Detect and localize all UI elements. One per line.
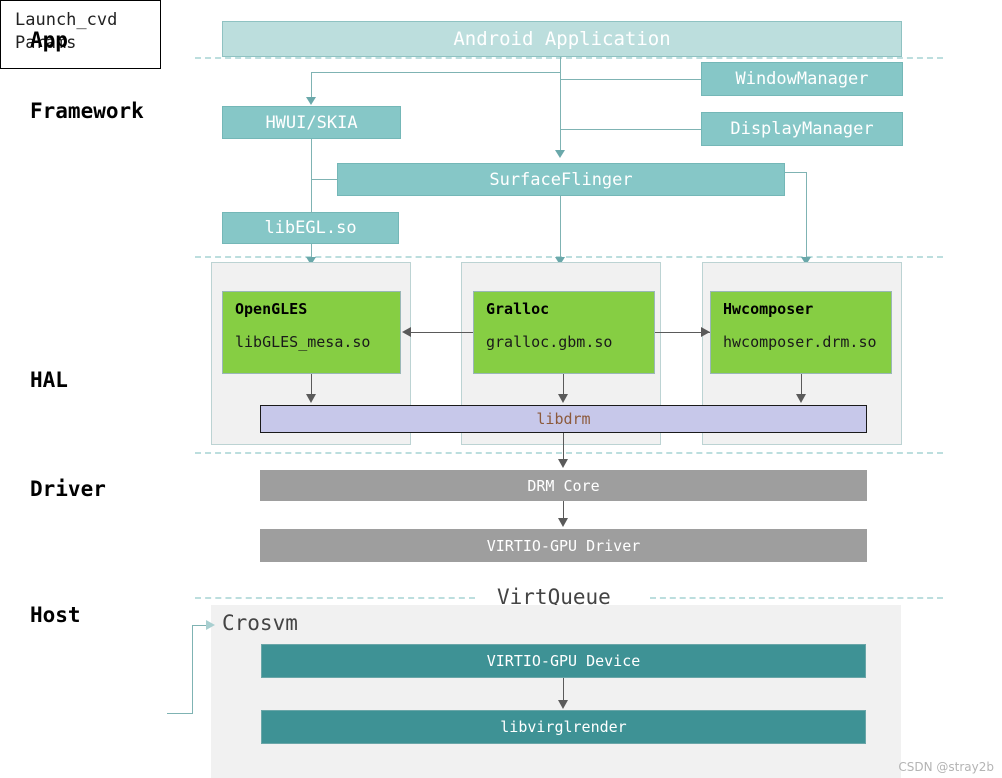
node-gralloc-subtitle: gralloc.gbm.so — [486, 333, 613, 351]
arrowhead-hwcomposer-to-libdrm — [796, 394, 806, 403]
launch-cvd-line-2: Params — [15, 33, 77, 54]
node-libdrm[interactable]: libdrm — [260, 405, 867, 433]
launch-cvd-line-1: Launch_cvd — [15, 10, 118, 30]
node-opengles-title: OpenGLES — [235, 300, 308, 318]
connector-app-to-surfaceflinger — [560, 72, 561, 150]
connector-displaymanager-to-trunk — [560, 129, 701, 130]
node-drm-core[interactable]: DRM Core — [260, 470, 867, 501]
node-gralloc[interactable]: Gralloc gralloc.gbm.so — [473, 291, 655, 374]
node-crosvm: Crosvm — [222, 611, 298, 635]
arrowhead-to-hwui — [306, 97, 316, 105]
connector-hwui-stem — [311, 72, 312, 98]
node-android-application[interactable]: Android Application — [222, 21, 902, 57]
node-opengles[interactable]: OpenGLES libGLES_mesa.so — [222, 291, 401, 374]
connector-device-to-virglrender — [563, 678, 564, 702]
connector-to-hwcomposer-panel — [806, 172, 807, 266]
node-display-manager[interactable]: DisplayManager — [701, 112, 903, 146]
connector-hwcomposer-to-libdrm — [801, 374, 802, 396]
node-hwcomposer-subtitle: hwcomposer.drm.so — [723, 333, 877, 351]
arrowhead-gralloc-to-hwcomposer — [701, 327, 710, 337]
connector-gralloc-to-libdrm — [563, 374, 564, 396]
connector-app-down — [560, 57, 561, 72]
layer-label-framework: Framework — [30, 99, 144, 123]
node-launch-cvd-params[interactable]: Launch_cvd Params — [0, 0, 161, 69]
separator-app-framework — [195, 57, 943, 59]
arrowhead-libdrm-to-drmcore — [558, 459, 568, 468]
connector-gralloc-to-opengles — [411, 332, 473, 333]
watermark: CSDN @stray2b — [898, 760, 994, 774]
arrowhead-libegl-to-opengles — [306, 257, 316, 265]
arrowhead-to-gralloc — [555, 257, 565, 265]
connector-libegl-down — [311, 244, 312, 266]
arrowhead-to-surfaceflinger — [555, 150, 565, 158]
separator-framework-hal — [195, 256, 943, 258]
connector-launchcvd-out — [167, 713, 192, 714]
connector-opengles-to-libdrm — [311, 374, 312, 396]
separator-hal-driver — [195, 452, 943, 454]
connector-launchcvd-up — [192, 625, 193, 714]
arrowhead-to-hwcomposer — [801, 257, 811, 265]
node-libegl[interactable]: libEGL.so — [222, 212, 399, 244]
arrowhead-launchcvd-to-crosvm — [206, 620, 215, 630]
connector-drmcore-to-virtiodriver — [563, 501, 564, 520]
connector-launchcvd-to-crosvm — [192, 625, 211, 626]
node-window-manager[interactable]: WindowManager — [701, 62, 903, 96]
node-virtio-gpu-device[interactable]: VIRTIO-GPU Device — [261, 644, 866, 678]
arrowhead-gralloc-to-opengles — [402, 327, 411, 337]
connector-surfaceflinger-to-gralloc — [560, 196, 561, 266]
arrowhead-device-to-virglrender — [558, 700, 568, 709]
separator-driver-host-left — [195, 597, 475, 599]
host-panel-crosvm-header — [211, 605, 411, 643]
node-hwui-skia[interactable]: HWUI/SKIA — [222, 106, 401, 139]
node-hwcomposer[interactable]: Hwcomposer hwcomposer.drm.so — [710, 291, 892, 374]
node-libvirglrender[interactable]: libvirglrender — [261, 710, 866, 744]
layer-label-host: Host — [30, 603, 81, 627]
layer-label-app: App — [30, 28, 68, 52]
arrowhead-opengles-to-libdrm — [306, 394, 316, 403]
connector-windowmanager-to-trunk — [560, 79, 701, 80]
connector-libdrm-to-drmcore — [563, 433, 564, 461]
node-opengles-subtitle: libGLES_mesa.so — [235, 333, 371, 351]
separator-driver-host-right — [650, 597, 943, 599]
connector-app-to-hwui — [311, 72, 561, 73]
node-hwcomposer-title: Hwcomposer — [723, 300, 814, 318]
node-gralloc-title: Gralloc — [486, 300, 550, 318]
arrowhead-drmcore-to-virtiodriver — [558, 518, 568, 527]
layer-label-hal: HAL — [30, 368, 68, 392]
connector-hwui-to-libegl — [311, 139, 312, 213]
arrowhead-gralloc-to-libdrm — [558, 394, 568, 403]
node-virtio-gpu-driver[interactable]: VIRTIO-GPU Driver — [260, 529, 867, 562]
connector-surfaceflinger-right — [785, 172, 806, 173]
connector-hwui-to-surfaceflinger — [311, 179, 338, 180]
node-surface-flinger[interactable]: SurfaceFlinger — [337, 163, 785, 196]
layer-label-driver: Driver — [30, 477, 106, 501]
connector-gralloc-to-hwcomposer — [655, 332, 710, 333]
